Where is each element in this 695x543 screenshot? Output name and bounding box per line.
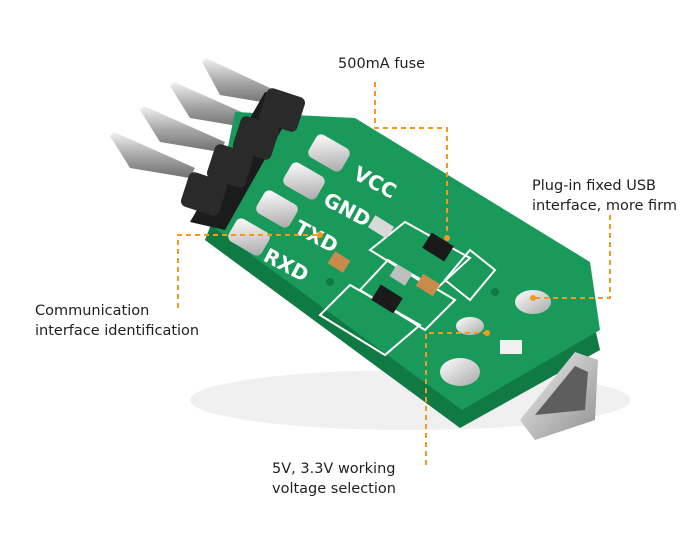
- callout-voltage-line-2: voltage selection: [272, 481, 396, 497]
- callout-fuse-line-1: 500mA fuse: [338, 56, 426, 72]
- callout-usb: Plug-in fixed USB interface, more firm: [532, 176, 677, 216]
- callout-voltage-line-1: 5V, 3.3V working: [272, 461, 396, 477]
- callout-usb-line-2: interface, more firm: [532, 198, 678, 214]
- callout-usb-line-1: Plug-in fixed USB: [532, 178, 656, 194]
- header-pins: [110, 58, 285, 178]
- callout-comm: Communication interface identification: [35, 301, 199, 341]
- callout-comm-line-2: interface identification: [35, 323, 200, 339]
- callout-fuse: 500mA fuse: [338, 54, 425, 74]
- pin-header-plastic: [180, 88, 306, 230]
- callout-voltage: 5V, 3.3V working voltage selection: [272, 459, 396, 499]
- callout-comm-line-1: Communication: [35, 303, 150, 319]
